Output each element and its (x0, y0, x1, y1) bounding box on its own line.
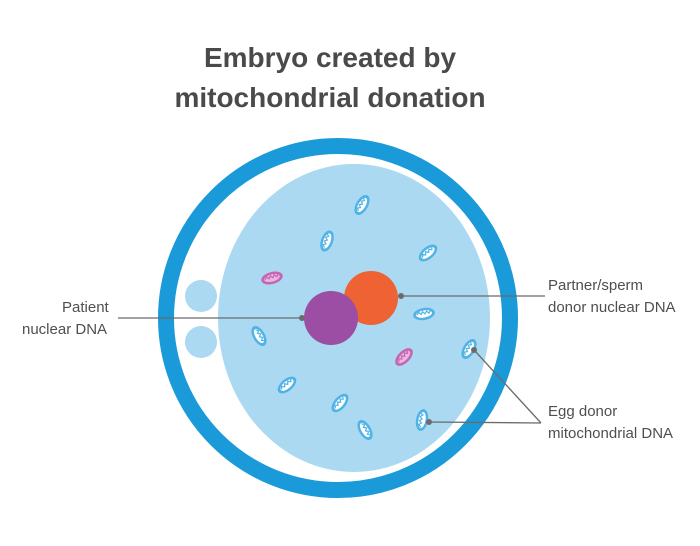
partner-sperm-nucleus (344, 271, 398, 325)
patient-nucleus (304, 291, 358, 345)
pointer-lines (118, 293, 545, 425)
egg-donor-mitochondrial-dna-label-line-2: mitochondrial DNA (548, 425, 674, 442)
polar-body-bottom (185, 326, 217, 358)
polar-body-top (185, 280, 217, 312)
partner-nuclear-dna-label-line-2: donor nuclear DNA (548, 299, 676, 316)
patient-nuclear-dna-label-line-1: Patient (62, 299, 109, 316)
partner-nuclear-dna-label-line-1: Partner/sperm (548, 277, 644, 294)
egg-donor-mitochondrial-dna-label-line-1: Egg donor (548, 403, 618, 420)
patient-nuclear-dna-label-line-2: nuclear DNA (22, 321, 108, 338)
diagram-title-line-1: Embryo created by (203, 42, 457, 73)
diagram-title-line-2: mitochondrial donation (174, 82, 486, 113)
